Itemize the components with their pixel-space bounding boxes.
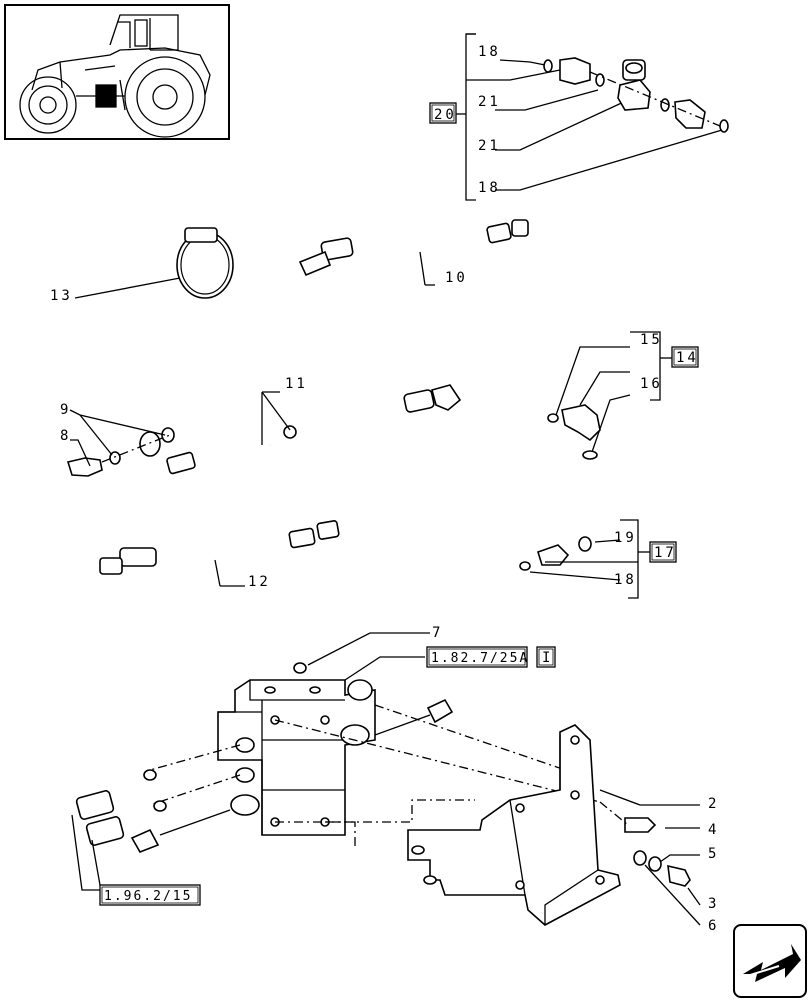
label-21-lower: 21	[478, 138, 501, 154]
label-21-upper: 21	[478, 94, 501, 110]
label-12: 12	[248, 574, 271, 590]
hose-clamp-13	[74, 227, 234, 299]
label-18-lower: 18	[478, 180, 501, 196]
reference-box-1-82	[426, 646, 556, 668]
fitting-group-14	[547, 331, 699, 460]
hose-11	[66, 384, 462, 477]
label-7: 7	[432, 625, 443, 641]
next-page-button[interactable]	[733, 924, 807, 998]
fitting-group-20	[429, 33, 729, 201]
label-13: 13	[50, 288, 73, 304]
label-4: 4	[708, 822, 719, 838]
label-15: 15	[640, 332, 663, 348]
label-18-top: 18	[478, 44, 501, 60]
label-5: 5	[708, 846, 719, 862]
label-3: 3	[708, 896, 719, 912]
next-page-arrow-icon	[743, 944, 801, 982]
reference-box-1-96	[99, 884, 201, 906]
valve-assembly	[71, 632, 701, 926]
label-2: 2	[708, 796, 719, 812]
fitting-group-17	[519, 519, 677, 599]
tractor-thumbnail	[4, 4, 230, 140]
label-18-right: 18	[614, 572, 637, 588]
label-14: 14	[676, 350, 699, 366]
reference-1-82-7: 1.82.7/25A	[431, 651, 529, 666]
reference-1-96-2: 1.96.2/15	[104, 889, 192, 904]
label-9: 9	[60, 402, 71, 418]
label-19: 19	[614, 530, 637, 546]
label-10: 10	[445, 270, 468, 286]
label-6: 6	[708, 918, 719, 934]
reference-I: I	[542, 650, 553, 666]
hose-10	[298, 219, 529, 286]
label-11: 11	[285, 376, 308, 392]
hose-12	[99, 520, 340, 587]
label-16: 16	[640, 376, 663, 392]
label-17: 17	[654, 545, 677, 561]
label-20: 20	[434, 107, 457, 123]
label-8: 8	[60, 428, 71, 444]
